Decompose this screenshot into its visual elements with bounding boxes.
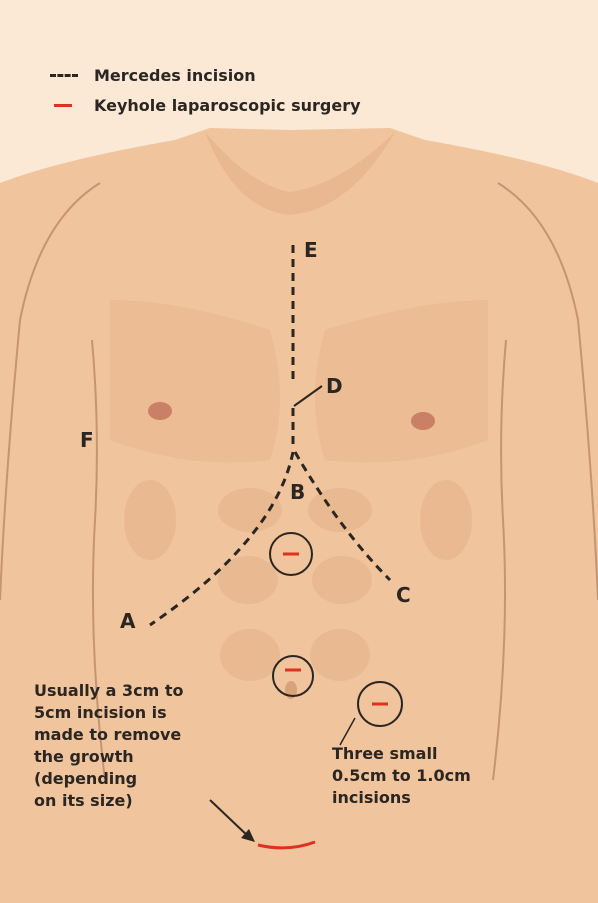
- legend-label-keyhole: Keyhole laparoscopic surgery: [94, 96, 361, 115]
- extraction-note-line: Usually a 3cm to: [34, 680, 184, 702]
- extraction-note: Usually a 3cm to 5cm incision is made to…: [34, 680, 184, 812]
- label-f: F: [80, 428, 94, 452]
- red-line-icon: [48, 98, 84, 112]
- legend-item-mercedes: Mercedes incision: [48, 60, 361, 90]
- legend-label-mercedes: Mercedes incision: [94, 66, 256, 85]
- extraction-note-line: made to remove: [34, 724, 184, 746]
- label-b: B: [290, 480, 305, 504]
- extraction-note-line: (depending: [34, 768, 184, 790]
- keyhole-note-line: Three small: [332, 743, 471, 765]
- label-a: A: [120, 609, 135, 633]
- legend: Mercedes incision Keyhole laparoscopic s…: [48, 60, 361, 120]
- extraction-note-line: on its size): [34, 790, 184, 812]
- legend-item-keyhole: Keyhole laparoscopic surgery: [48, 90, 361, 120]
- left-nipple: [148, 402, 172, 420]
- extraction-note-line: 5cm incision is: [34, 702, 184, 724]
- keyhole-note-line: incisions: [332, 787, 471, 809]
- extraction-note-line: the growth: [34, 746, 184, 768]
- label-e: E: [304, 238, 318, 262]
- dashed-line-icon: [48, 68, 84, 82]
- label-d: D: [326, 374, 343, 398]
- keyhole-note: Three small 0.5cm to 1.0cm incisions: [332, 743, 471, 809]
- right-nipple: [411, 412, 435, 430]
- keyhole-note-line: 0.5cm to 1.0cm: [332, 765, 471, 787]
- label-c: C: [396, 583, 411, 607]
